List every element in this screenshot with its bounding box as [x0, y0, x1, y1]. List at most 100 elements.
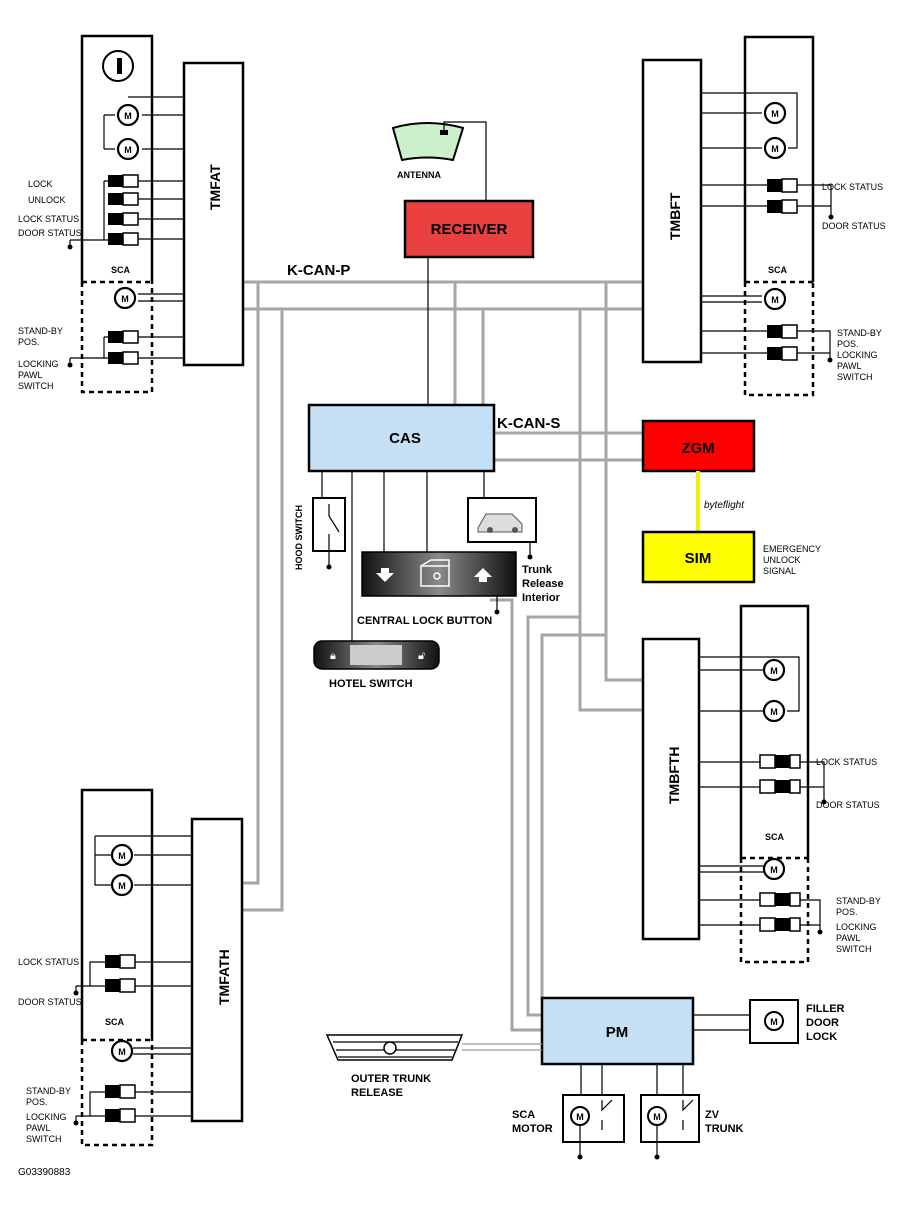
hood-switch-label: HOOD SWITCH: [294, 505, 304, 570]
pm-label: PM: [606, 1024, 629, 1041]
emergency-line1: EMERGENCY: [763, 544, 821, 554]
locking-label: LOCKING: [836, 922, 877, 932]
door-module-rear-right: TMBFTH M M M SCA LOCK STATUS DOOR STATUS…: [641, 604, 881, 964]
kcans-label: K-CAN-S: [497, 415, 560, 432]
outer-trunk-line1: OUTER TRUNK: [351, 1073, 431, 1085]
pawl-label: PAWL: [18, 370, 43, 380]
pm-module: [540, 996, 695, 1066]
motor-label: M: [771, 144, 779, 154]
locking-label: LOCKING: [26, 1112, 67, 1122]
filler-line3: LOCK: [806, 1031, 837, 1043]
motor-label: M: [770, 865, 778, 875]
zv-trunk-line1: ZV: [705, 1109, 720, 1121]
motor-label: M: [770, 1017, 778, 1027]
switch-label: SWITCH: [837, 372, 873, 382]
motor-label: M: [770, 666, 778, 676]
antenna-receiver: ANTENNA RECEIVER: [391, 121, 535, 405]
filler-line2: DOOR: [806, 1017, 839, 1029]
door-status-label: DOOR STATUS: [18, 228, 82, 238]
receiver-module: [403, 199, 535, 259]
tmbft-label: TMBFT: [667, 192, 683, 240]
sim-module: [641, 530, 756, 584]
bus-lines: [242, 280, 643, 1032]
sca-label: SCA: [768, 265, 788, 275]
trunk-release-line2: Release: [522, 578, 564, 590]
tmfat-label: TMFAT: [207, 164, 223, 210]
antenna-label: ANTENNA: [397, 170, 441, 180]
locking-label: LOCKING: [837, 350, 878, 360]
motor-label: M: [124, 145, 132, 155]
sca-motor-line1: SCA: [512, 1109, 535, 1121]
lock-status-label: LOCK STATUS: [816, 757, 877, 767]
standby-label: STAND-BY: [18, 326, 63, 336]
pawl-label: PAWL: [26, 1123, 51, 1133]
standby-label: STAND-BY: [836, 896, 881, 906]
receiver-label: RECEIVER: [431, 221, 508, 238]
filler-door-lock-icon: [749, 999, 799, 1044]
lock-label: LOCK: [28, 179, 53, 189]
door-module-rear-left: TMFATH M M M SCA LOCK STATUS DOOR STATUS…: [18, 788, 244, 1147]
door-status-label: DOOR STATUS: [822, 221, 886, 231]
motor-label: M: [124, 111, 132, 121]
outer-trunk-line2: RELEASE: [351, 1087, 403, 1099]
motor-label: M: [771, 295, 779, 305]
motor-label: M: [118, 851, 126, 861]
motor-label: M: [653, 1112, 661, 1122]
sca-label: SCA: [765, 832, 785, 842]
switch-label: SWITCH: [836, 944, 872, 954]
door-icon: [420, 559, 450, 587]
hotel-switch-label: HOTEL SWITCH: [329, 678, 413, 690]
switch-label: SWITCH: [18, 381, 54, 391]
emergency-line2: UNLOCK: [763, 555, 801, 565]
zgm-sim: ZGM byteflight SIM EMERGENCY UNLOCK SIGN…: [641, 419, 821, 584]
motor-label: M: [771, 109, 779, 119]
emergency-line3: SIGNAL: [763, 566, 796, 576]
standby-label: STAND-BY: [26, 1086, 71, 1096]
cas-area: CAS K-CAN-S HOOD SWITCH CENTRAL LOCK BUT…: [294, 403, 564, 690]
sca-label: SCA: [105, 1017, 125, 1027]
door-status-label: DOOR STATUS: [816, 800, 880, 810]
tmbfth-label: TMBFTH: [666, 746, 682, 804]
byteflight-label: byteflight: [704, 500, 745, 511]
arrow-down-icon: [376, 568, 394, 582]
lock-icon: 🔒︎: [330, 650, 336, 662]
unlock-label: UNLOCK: [28, 195, 66, 205]
sca-label: SCA: [111, 265, 131, 275]
trunk-release-line1: Trunk: [522, 564, 553, 576]
trunk-release-line3: Interior: [522, 592, 561, 604]
standby-pos-label: POS.: [18, 337, 40, 347]
pm-area: PM OUTER TRUNK RELEASE M FILLER DOOR LOC…: [325, 996, 845, 1161]
standby-pos-label: POS.: [26, 1097, 48, 1107]
zv-trunk-line2: TRUNK: [705, 1123, 744, 1135]
antenna-windshield-icon: [391, 122, 465, 162]
filler-line1: FILLER: [806, 1003, 845, 1015]
pawl-label: PAWL: [836, 933, 861, 943]
motor-label: M: [118, 1047, 126, 1057]
sca-motor-line2: MOTOR: [512, 1123, 553, 1135]
pawl-label: PAWL: [837, 361, 862, 371]
door-status-label: DOOR STATUS: [18, 997, 82, 1007]
standby-pos-label: POS.: [837, 339, 859, 349]
cas-label: CAS: [389, 430, 421, 447]
kcanp-label: K-CAN-P: [287, 262, 350, 279]
switch-label: SWITCH: [26, 1134, 62, 1144]
unlock-icon: 🔓︎: [418, 650, 425, 662]
sim-label: SIM: [685, 550, 712, 567]
motor-label: M: [576, 1112, 584, 1122]
motor-label: M: [770, 707, 778, 717]
locking-label: LOCKING: [18, 359, 59, 369]
motor-label: M: [121, 294, 129, 304]
tmfath-label: TMFATH: [216, 949, 232, 1005]
door-module-front-right: TMBFT M M M SCA LOCK STATUS DOOR STATUS …: [641, 35, 886, 397]
motor-label: M: [118, 881, 126, 891]
figure-id: G03390883: [18, 1167, 71, 1178]
cas-module: [307, 403, 496, 473]
door-module-front-left: TMFAT M M M: [18, 34, 245, 394]
lock-status-label: LOCK STATUS: [18, 957, 79, 967]
lock-status-label: LOCK STATUS: [18, 214, 79, 224]
standby-pos-label: POS.: [836, 907, 858, 917]
zgm-label: ZGM: [681, 440, 714, 457]
lock-status-label: LOCK STATUS: [822, 182, 883, 192]
